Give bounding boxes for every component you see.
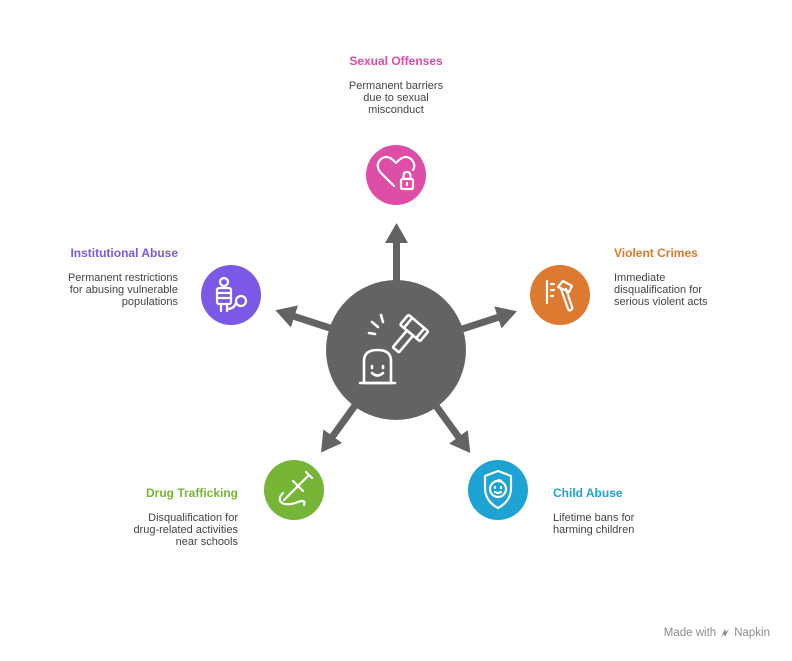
- desc-line: Lifetime bans for: [553, 512, 635, 524]
- node-sexual: [366, 145, 426, 205]
- title-drug: Drug Trafficking: [145, 486, 238, 500]
- desc-line: disqualification for: [614, 284, 703, 296]
- watermark-prefix: Made with: [663, 627, 717, 639]
- syringe-icon: [278, 470, 314, 507]
- desc-line: for abusing vulnerable: [69, 284, 178, 296]
- desc-line: Permanent barriers: [348, 80, 444, 92]
- arrow-downright: [429, 398, 471, 454]
- desc-violent: Immediate disqualification for serious v…: [614, 272, 764, 308]
- arrow-upleft: [275, 305, 339, 334]
- desc-line: Permanent restrictions: [67, 272, 178, 284]
- heart-lock-icon: [376, 155, 416, 191]
- desc-line: drug-related activities: [133, 524, 238, 536]
- node-child: [468, 460, 528, 520]
- desc-line: populations: [121, 296, 178, 308]
- title-violent: Violent Crimes: [614, 246, 698, 260]
- desc-child: Lifetime bans for harming children: [553, 512, 703, 536]
- desc-line: Immediate: [614, 272, 666, 284]
- watermark: Made with Napkin: [664, 627, 770, 639]
- child-shield-icon: [483, 469, 513, 510]
- desc-line: misconduct: [368, 104, 424, 116]
- gavel-ghost-icon: [358, 313, 430, 385]
- title-child: Child Abuse: [553, 486, 623, 500]
- desc-line: serious violent acts: [614, 296, 708, 308]
- hammer-icon: [545, 279, 574, 312]
- desc-drug: Disqualification for drug-related activi…: [88, 512, 238, 548]
- prisoner-icon: [215, 276, 248, 313]
- desc-line: Disqualification for: [148, 512, 238, 524]
- desc-line: due to sexual: [363, 92, 429, 104]
- desc-line: near schools: [175, 536, 238, 548]
- desc-line: harming children: [553, 524, 635, 536]
- napkin-logo-icon: [721, 629, 730, 637]
- title-sexual: Sexual Offenses: [349, 54, 443, 68]
- hub-arrows: [275, 223, 517, 454]
- node-violent: [530, 265, 590, 325]
- arrow-downleft: [320, 397, 362, 453]
- arrow-up: [385, 223, 408, 288]
- title-institutional: Institutional Abuse: [70, 246, 178, 260]
- desc-institutional: Permanent restrictions for abusing vulne…: [28, 272, 178, 308]
- arrow-upright: [454, 306, 517, 335]
- watermark-brand: Napkin: [734, 627, 770, 639]
- desc-sexual: Permanent barriers due to sexual miscond…: [326, 80, 466, 116]
